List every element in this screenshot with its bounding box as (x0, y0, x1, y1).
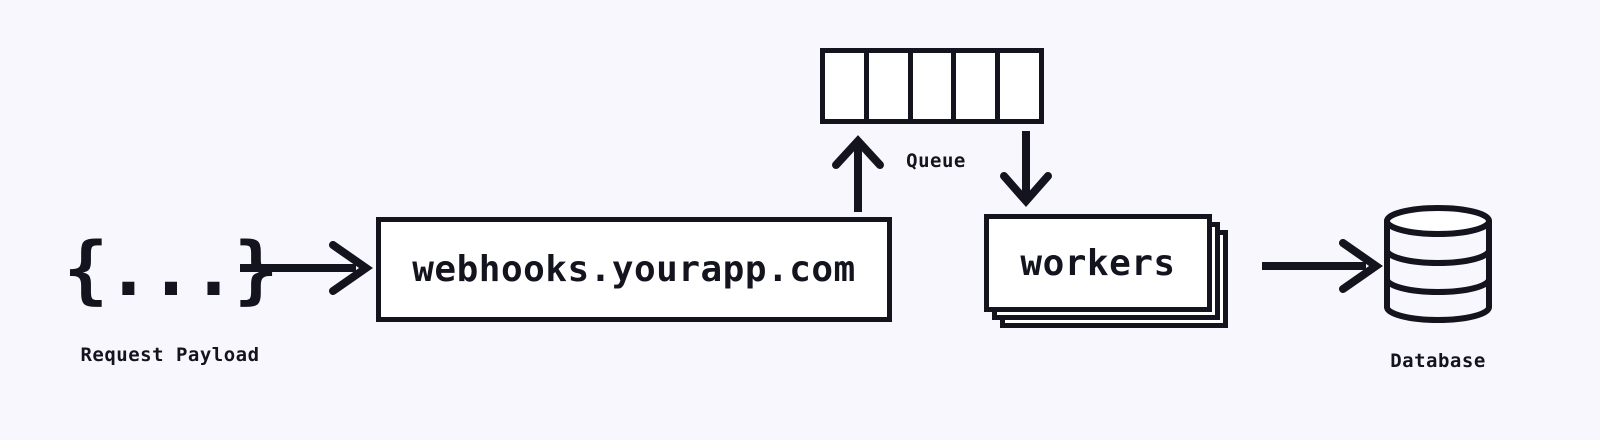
queue-node (820, 48, 1044, 124)
queue-cell (912, 53, 957, 119)
queue-cell (956, 53, 1001, 119)
database-node (1382, 204, 1494, 324)
workers-stack-layer-front: workers (984, 214, 1212, 312)
arrow-webhooks-to-queue (832, 135, 884, 212)
database-label: Database (1390, 350, 1486, 372)
arrow-queue-to-workers (1000, 131, 1052, 208)
request-payload-label: Request Payload (80, 344, 260, 366)
database-cylinder-icon (1384, 205, 1492, 323)
queue-cell (868, 53, 913, 119)
arrow-workers-to-database (1262, 239, 1383, 293)
queue-cell (1000, 53, 1039, 119)
queue-label: Queue (906, 150, 966, 172)
queue-cell (825, 53, 869, 119)
workers-stack-node: workers (984, 214, 1230, 346)
json-braces-icon: {...} (63, 227, 279, 313)
webhooks-endpoint-box: webhooks.yourapp.com (376, 217, 892, 322)
